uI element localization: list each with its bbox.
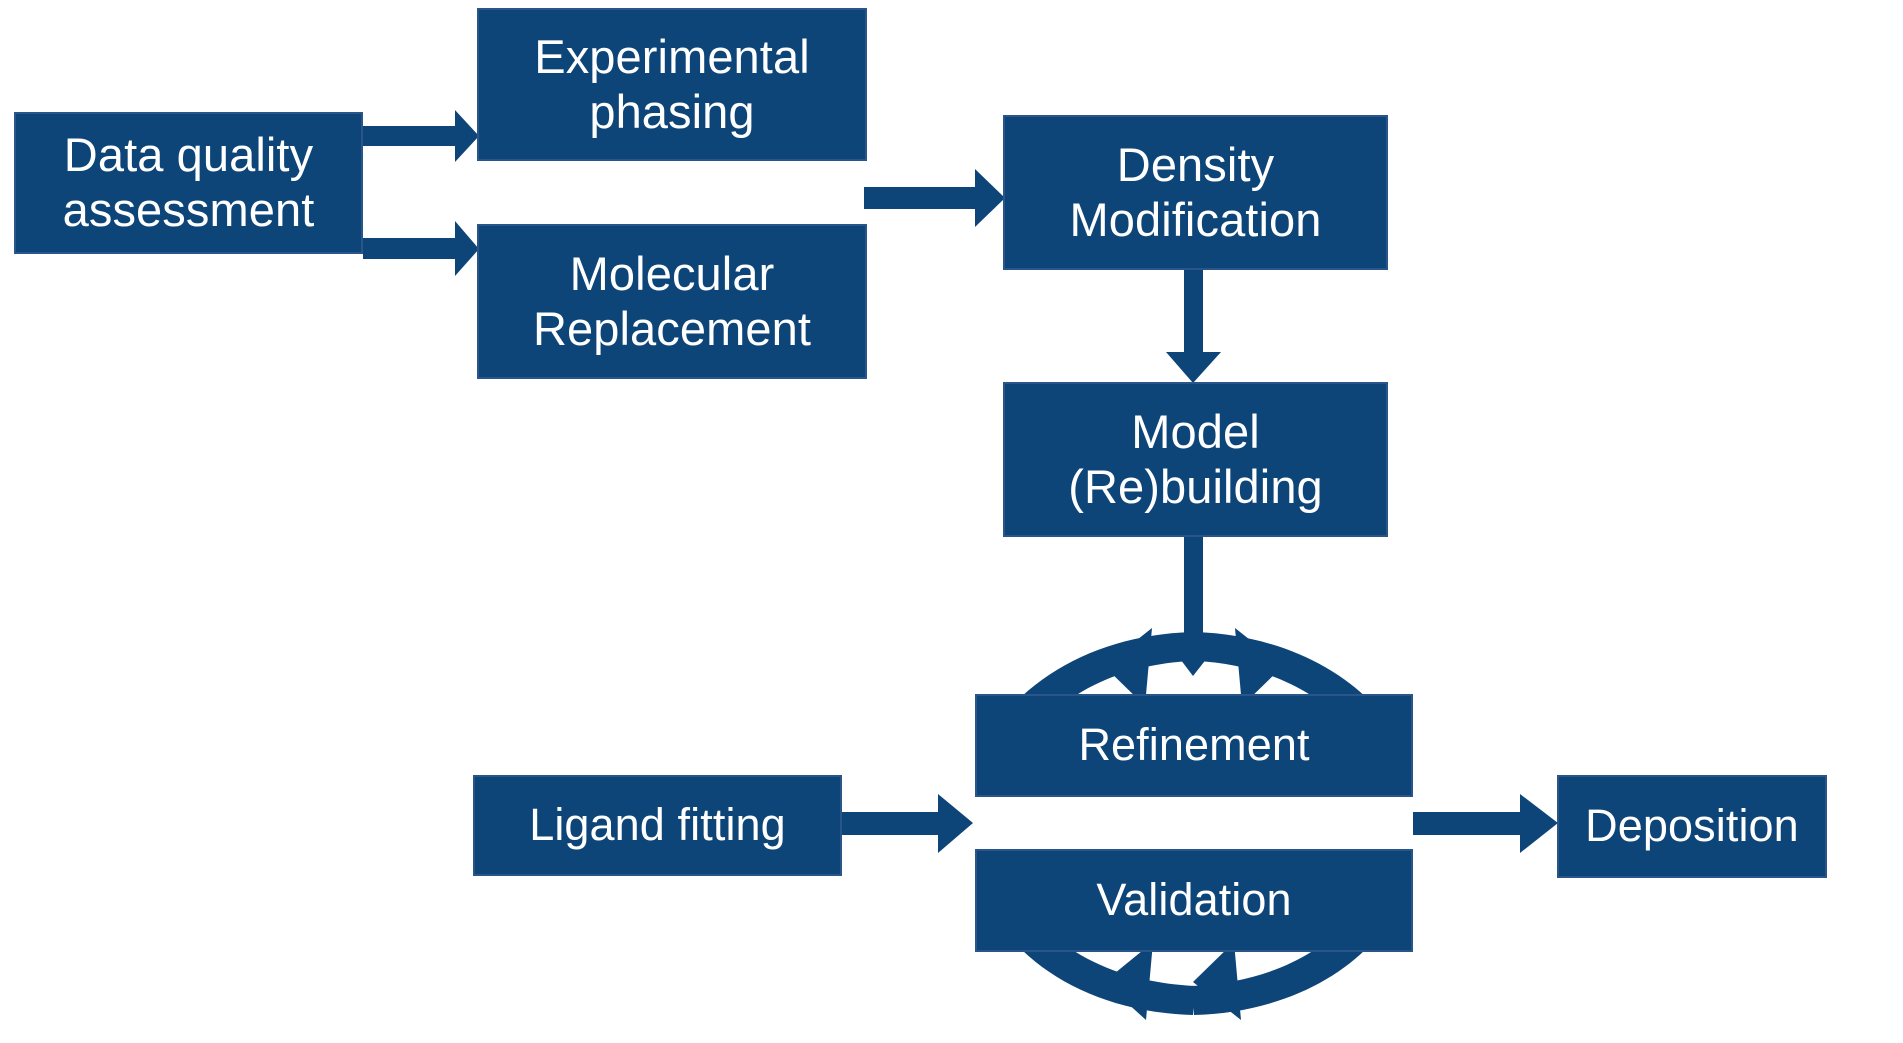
- node-density-modification[interactable]: Density Modification: [1003, 115, 1388, 270]
- arrow-density-modification-to-model-rebuilding: [1166, 269, 1221, 383]
- arrow-ligand-fitting-to-cycle: [842, 794, 973, 853]
- node-refinement[interactable]: Refinement: [975, 694, 1413, 797]
- arrow-dqa-to-molecular-replacement: [363, 221, 479, 276]
- node-ligand-fitting[interactable]: Ligand fitting: [473, 775, 842, 876]
- arrow-phasing-to-density-modification: [864, 169, 1005, 227]
- node-model-rebuilding[interactable]: Model (Re)building: [1003, 382, 1388, 537]
- arrow-dqa-to-experimental-phasing: [363, 110, 479, 162]
- node-data-quality-assessment[interactable]: Data quality assessment: [14, 112, 363, 254]
- node-validation[interactable]: Validation: [975, 849, 1413, 952]
- node-deposition[interactable]: Deposition: [1557, 775, 1827, 878]
- node-experimental-phasing[interactable]: Experimental phasing: [477, 8, 867, 161]
- arrow-cycle-to-deposition: [1413, 794, 1558, 853]
- node-molecular-replacement[interactable]: Molecular Replacement: [477, 224, 867, 379]
